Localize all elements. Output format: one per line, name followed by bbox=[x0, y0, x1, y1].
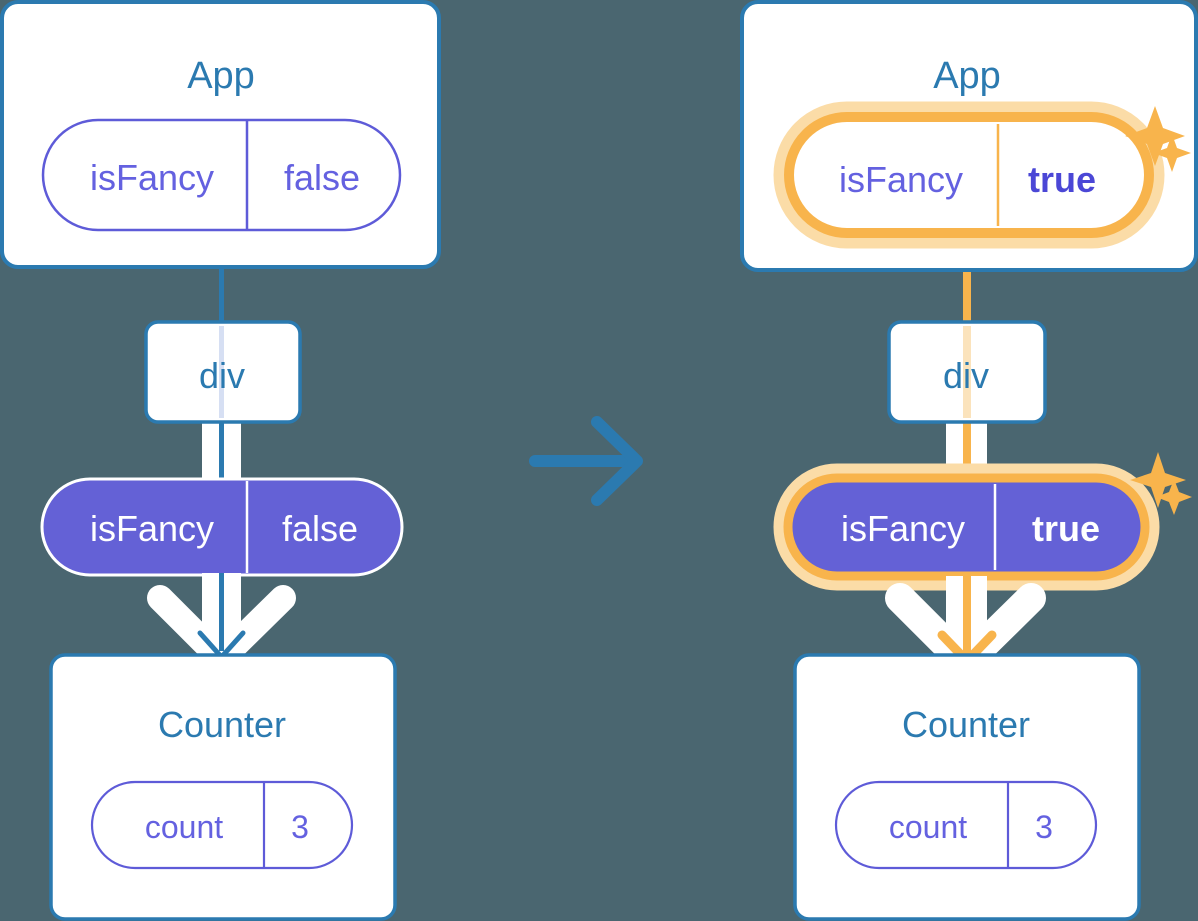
app-state-pill-glow bbox=[773, 101, 1165, 249]
app-state-pill-shape bbox=[41, 118, 402, 232]
counter-card-title: Counter bbox=[158, 704, 286, 745]
sparkle-group-prop bbox=[1130, 452, 1192, 515]
sparkle-large-icon bbox=[1130, 452, 1186, 508]
panel-after: App isFancy true div isFancy true bbox=[740, 0, 1198, 921]
counter-state-pill-value: 3 bbox=[1035, 809, 1053, 845]
panel-before: App isFancy false div isFancy false bbox=[0, 0, 441, 921]
prop-pill-before: isFancy false bbox=[40, 477, 404, 577]
app-state-pill-key: isFancy bbox=[90, 157, 214, 198]
counter-card-title: Counter bbox=[902, 704, 1030, 745]
app-state-pill-shape bbox=[784, 112, 1154, 238]
sparkle-large-icon bbox=[1125, 106, 1185, 166]
div-node-after: div bbox=[887, 320, 1047, 424]
prop-pill-after: isFancy true bbox=[773, 463, 1160, 591]
div-node-label: div bbox=[943, 355, 989, 396]
counter-state-pill-shape bbox=[90, 780, 354, 870]
sparkle-small-icon bbox=[1153, 134, 1191, 172]
app-state-pill-key: isFancy bbox=[839, 159, 963, 200]
div-node-inner-wire bbox=[219, 326, 224, 418]
wire-app-to-div bbox=[219, 262, 224, 324]
app-state-pill-value: true bbox=[1028, 159, 1096, 200]
app-card-title: App bbox=[933, 55, 1001, 97]
app-state-pill-before: isFancy false bbox=[41, 118, 402, 232]
sparkle-small-icon bbox=[1156, 479, 1192, 515]
wire-core-div-to-pill-after bbox=[963, 418, 971, 488]
sparkle-group-app bbox=[1125, 106, 1191, 172]
counter-state-pill-shape bbox=[834, 780, 1098, 870]
transition-arrow-head bbox=[591, 416, 643, 506]
app-card-title: App bbox=[187, 55, 255, 97]
arrow-shaft-blue bbox=[219, 573, 224, 651]
div-node-inner-wire bbox=[963, 326, 971, 418]
counter-state-pill-key: count bbox=[889, 809, 967, 845]
counter-card-before: Counter count 3 bbox=[49, 653, 397, 921]
counter-state-pill-key: count bbox=[145, 809, 223, 845]
prop-pill-key: isFancy bbox=[90, 508, 214, 549]
arrow-shaft-orange bbox=[963, 576, 971, 658]
div-node-before: div bbox=[144, 320, 302, 424]
app-state-pill-value: false bbox=[284, 157, 360, 198]
prop-pill-value: false bbox=[282, 508, 358, 549]
wire-core-div-to-pill bbox=[219, 418, 224, 488]
prop-pill-value: true bbox=[1032, 508, 1100, 549]
counter-state-pill-value: 3 bbox=[291, 809, 309, 845]
transition-arrow-icon bbox=[529, 416, 643, 506]
wire-app-to-div-orange bbox=[963, 226, 971, 324]
div-node-label: div bbox=[199, 355, 245, 396]
app-state-pill-after: isFancy true bbox=[773, 101, 1165, 249]
counter-card-after: Counter count 3 bbox=[793, 653, 1141, 921]
prop-pill-key: isFancy bbox=[841, 508, 965, 549]
